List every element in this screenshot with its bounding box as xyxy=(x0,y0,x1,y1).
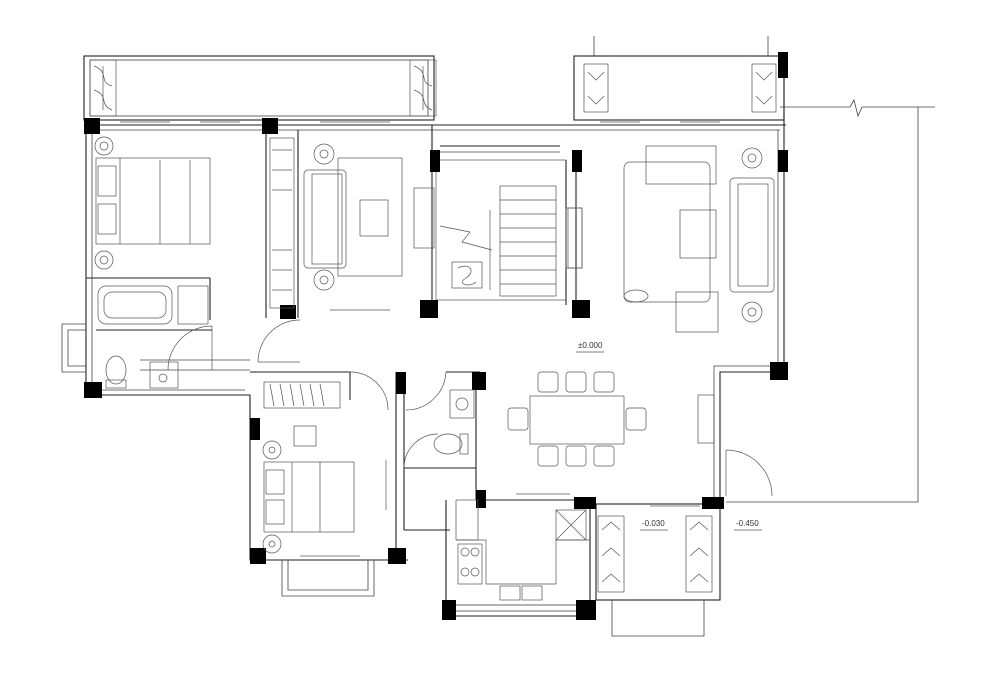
kitchen-appliances xyxy=(455,499,543,601)
walls xyxy=(61,36,935,637)
level-main-label: ±0.000 xyxy=(578,341,603,350)
level-terrace-label: -0.450 xyxy=(736,519,759,528)
living-room xyxy=(303,143,403,291)
staircase xyxy=(439,185,583,297)
bedroom-2 xyxy=(262,381,355,554)
bedroom-1 xyxy=(94,136,295,389)
level-balcony-label: -0.030 xyxy=(642,519,665,528)
dining-area xyxy=(507,371,647,467)
bathroom-2 xyxy=(433,389,475,455)
doors xyxy=(167,309,773,507)
elevation-labels: ±0.000 -0.030 -0.450 xyxy=(576,341,762,531)
planters xyxy=(89,59,777,593)
structural-columns xyxy=(84,52,788,620)
main-living-room xyxy=(623,145,775,333)
